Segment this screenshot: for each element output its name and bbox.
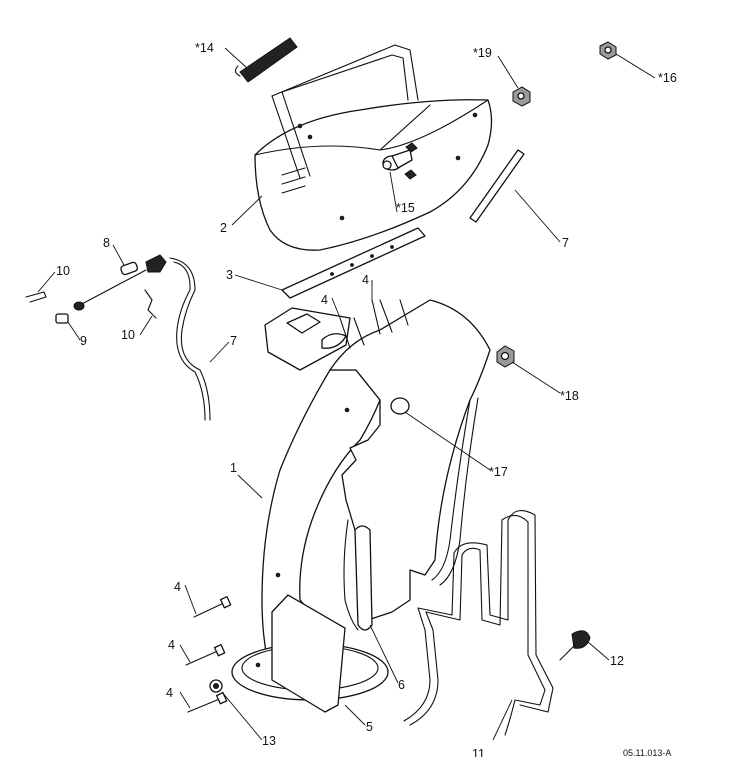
callout-7-right: 7 bbox=[562, 236, 569, 250]
part-5-plate bbox=[271, 594, 346, 713]
callout-14: *14 bbox=[195, 41, 214, 55]
part-12-spring bbox=[559, 630, 591, 661]
part-1-chute-body bbox=[231, 299, 491, 701]
callout-8: 8 bbox=[103, 236, 110, 250]
part-19-nut bbox=[512, 86, 531, 107]
callout-labels: 1 2 3 4 4 4 4 4 5 6 7 7 8 9 10 10 11 12 … bbox=[56, 41, 677, 757]
part-7-cable bbox=[169, 149, 525, 421]
leader-lines bbox=[37, 47, 656, 741]
part-4-rivets bbox=[185, 299, 409, 713]
callout-10-left: 10 bbox=[56, 264, 70, 278]
part-14-spring bbox=[234, 37, 298, 83]
callout-9: 9 bbox=[80, 334, 87, 348]
callout-12: 12 bbox=[610, 654, 624, 668]
callout-18: *18 bbox=[560, 389, 579, 403]
part-18-nut bbox=[496, 345, 515, 368]
part-2-deflector bbox=[254, 44, 493, 251]
part-8-9-10-linkage bbox=[25, 254, 167, 324]
callout-4-top-left: 4 bbox=[321, 293, 328, 307]
callout-11: 11 bbox=[472, 747, 485, 757]
part-11-crank bbox=[403, 509, 554, 736]
part-16-nut bbox=[599, 41, 617, 60]
callout-1: 1 bbox=[230, 461, 237, 475]
callout-3: 3 bbox=[226, 268, 233, 282]
callout-16: *16 bbox=[658, 71, 677, 85]
callout-13: 13 bbox=[262, 734, 276, 748]
callout-15: *15 bbox=[396, 201, 415, 215]
callout-4-rivet-middle: 4 bbox=[168, 638, 175, 652]
part-15-hardware bbox=[382, 160, 392, 170]
callout-5: 5 bbox=[366, 720, 373, 734]
callout-4-top-right: 4 bbox=[362, 273, 369, 287]
callout-10-right: 10 bbox=[121, 328, 135, 342]
part-13-bushing bbox=[209, 679, 223, 693]
part-17-bolt bbox=[390, 397, 410, 415]
callout-7-left: 7 bbox=[230, 334, 237, 348]
callout-4-rivet-upper: 4 bbox=[174, 580, 181, 594]
callout-17: *17 bbox=[489, 465, 508, 479]
part-3-strip bbox=[281, 227, 426, 299]
callout-4-rivet-lower: 4 bbox=[166, 686, 173, 700]
drawing-id: 05.11.013-A bbox=[623, 748, 671, 757]
callout-2: 2 bbox=[220, 221, 227, 235]
callout-6: 6 bbox=[398, 678, 405, 692]
callout-19: *19 bbox=[473, 46, 492, 60]
part-6-bracket bbox=[354, 525, 373, 631]
